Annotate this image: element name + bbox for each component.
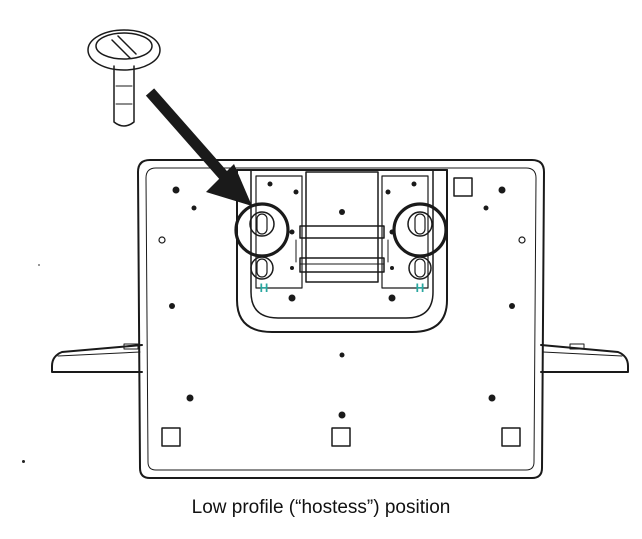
right-mount-holes (392, 202, 448, 280)
corner-pad-top-right (453, 177, 473, 197)
center-column (305, 171, 379, 283)
left-slot-label: H (260, 281, 269, 295)
stand-bracket-inner (250, 169, 434, 319)
left-foot (51, 343, 143, 373)
screws (169, 181, 515, 419)
corner-pad-bottom-left (161, 427, 181, 447)
figure-caption: Low profile (“hostess”) position (191, 497, 451, 518)
right-slot-label: H (416, 281, 425, 295)
left-hinge-plate (255, 175, 303, 289)
right-foot (540, 343, 629, 373)
corner-pad-bottom-center (331, 427, 351, 447)
monitor-back-outline (137, 159, 545, 479)
right-highlight-ring (392, 202, 448, 258)
center-slot-lower (299, 257, 385, 273)
stand-bracket (236, 169, 448, 333)
bullet-dot (22, 460, 25, 463)
monitor-stand-diagram: H H (51, 29, 629, 479)
monitor-back-inner (145, 167, 537, 471)
thumbscrew-icon (87, 29, 161, 127)
left-highlight-ring (234, 202, 290, 258)
center-slot (299, 225, 385, 239)
arrow-pointer (145, 88, 252, 206)
corner-pad-bottom-right (501, 427, 521, 447)
stray-mark (38, 264, 40, 266)
left-mount-holes (234, 202, 290, 280)
